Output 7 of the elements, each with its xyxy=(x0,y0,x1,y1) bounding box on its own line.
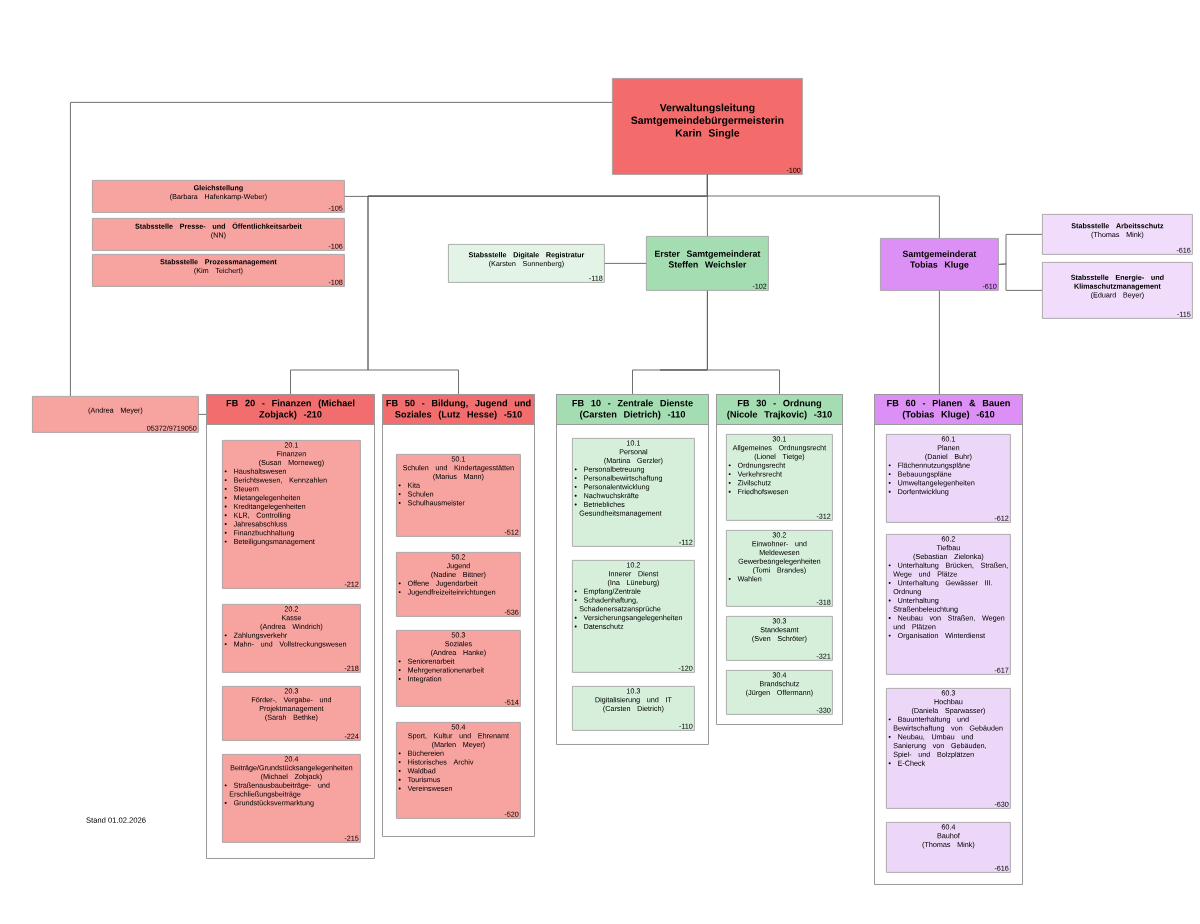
connector-line xyxy=(367,174,708,395)
connector-line xyxy=(938,290,940,395)
connector-line xyxy=(604,262,647,264)
connector-line xyxy=(998,263,1043,291)
connector-line xyxy=(198,413,207,415)
connector-line xyxy=(659,290,780,395)
connector-line xyxy=(69,101,613,397)
